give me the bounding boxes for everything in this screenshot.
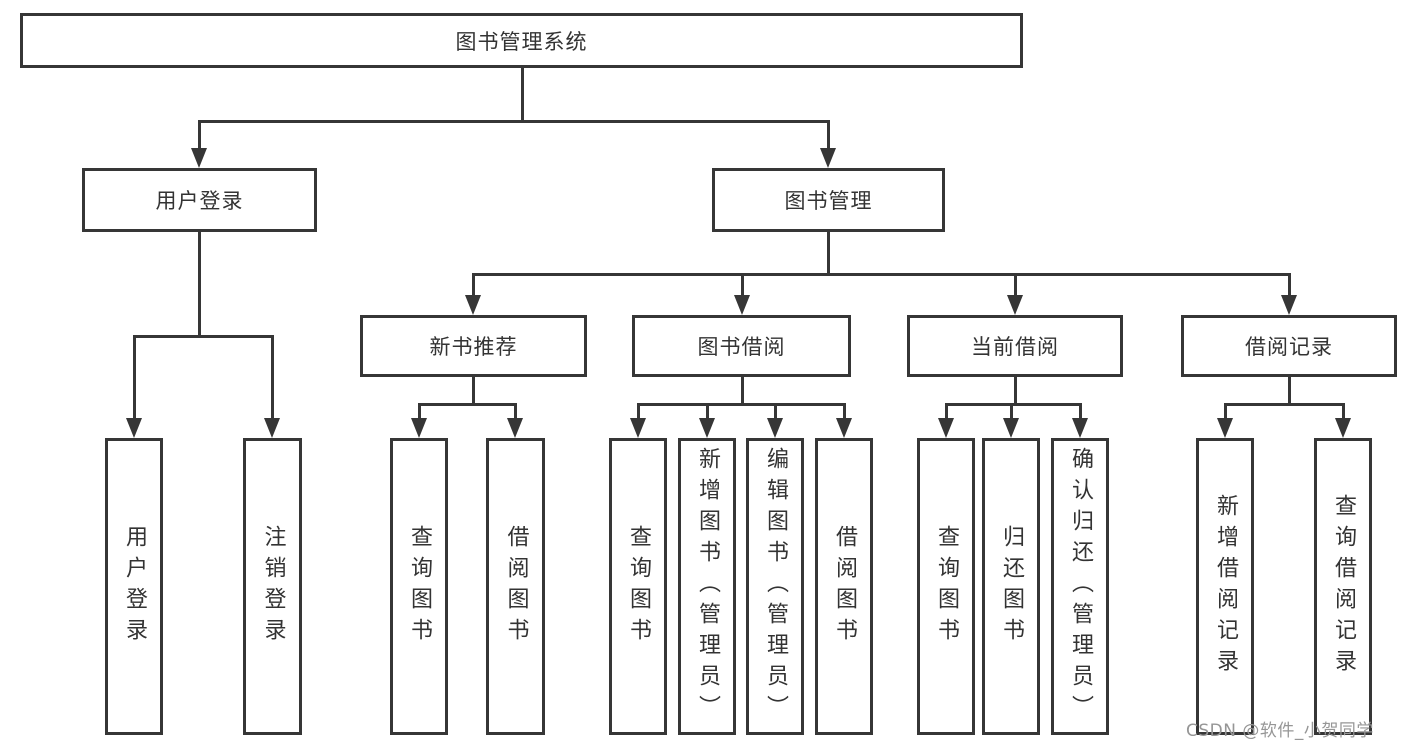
node-leaf-borrow-books: 借阅图书 <box>815 438 873 735</box>
arrow-down-icon <box>1217 418 1233 438</box>
connector-line <box>472 273 475 297</box>
leaf-label: 新增图书（管理员） <box>695 447 720 726</box>
leaf-label: 编辑图书（管理员） <box>763 447 788 726</box>
connector-line <box>472 273 1291 276</box>
leaf-label: 确认归还（管理员） <box>1068 447 1093 726</box>
node-leaf-user-login: 用户登录 <box>105 438 163 735</box>
connector-line <box>741 273 744 297</box>
node-new-book-recommend: 新书推荐 <box>360 315 587 377</box>
connector-line <box>1010 403 1013 420</box>
node-leaf-query-books-current: 查询图书 <box>917 438 975 735</box>
arrow-down-icon <box>1072 418 1088 438</box>
node-leaf-borrow-books-recommend: 借阅图书 <box>486 438 545 735</box>
connector-line <box>198 120 201 150</box>
arrow-down-icon <box>767 418 783 438</box>
connector-line <box>133 335 273 338</box>
leaf-label: 查询图书 <box>626 524 651 649</box>
connector-line <box>1288 273 1291 297</box>
leaf-label: 查询图书 <box>934 524 959 649</box>
arrow-down-icon <box>1003 418 1019 438</box>
leaf-label: 注销登录 <box>260 524 286 649</box>
connector-line <box>827 120 830 150</box>
connector-line <box>418 403 421 420</box>
connector-line <box>1014 377 1017 403</box>
connector-line <box>741 377 744 403</box>
node-library-system: 图书管理系统 <box>20 13 1023 68</box>
arrow-down-icon <box>411 418 427 438</box>
connector-line <box>637 403 640 420</box>
arrow-down-icon <box>820 148 836 168</box>
node-leaf-add-books-admin: 新增图书（管理员） <box>678 438 736 735</box>
arrow-down-icon <box>465 295 481 315</box>
arrow-down-icon <box>630 418 646 438</box>
node-leaf-add-borrow-record: 新增借阅记录 <box>1196 438 1254 735</box>
connector-line <box>198 120 830 123</box>
csdn-watermark: CSDN @软件_小贺同学 <box>1186 721 1374 741</box>
connector-line <box>1014 273 1017 297</box>
leaf-label: 查询借阅记录 <box>1331 493 1356 680</box>
arrow-down-icon <box>836 418 852 438</box>
arrow-down-icon <box>507 418 523 438</box>
arrow-down-icon <box>1007 295 1023 315</box>
arrow-down-icon <box>938 418 954 438</box>
arrow-down-icon <box>1335 418 1351 438</box>
node-leaf-logout: 注销登录 <box>243 438 302 735</box>
node-leaf-return-books: 归还图书 <box>982 438 1040 735</box>
node-current-borrowing: 当前借阅 <box>907 315 1123 377</box>
connector-line <box>1224 403 1227 420</box>
node-leaf-query-books-recommend: 查询图书 <box>390 438 448 735</box>
connector-line <box>945 403 1082 406</box>
leaf-label: 新增借阅记录 <box>1213 493 1238 680</box>
arrow-down-icon <box>699 418 715 438</box>
connector-line <box>637 403 846 406</box>
arrow-down-icon <box>126 418 142 438</box>
connector-line <box>198 232 201 335</box>
connector-line <box>843 403 846 420</box>
node-leaf-query-books-borrow: 查询图书 <box>609 438 667 735</box>
connector-line <box>472 377 475 403</box>
leaf-label: 查询图书 <box>407 524 432 649</box>
connector-line <box>418 403 517 406</box>
node-leaf-edit-books-admin: 编辑图书（管理员） <box>746 438 804 735</box>
leaf-label: 借阅图书 <box>503 524 529 649</box>
arrow-down-icon <box>191 148 207 168</box>
connector-line <box>1342 403 1345 420</box>
leaf-label: 用户登录 <box>122 524 147 649</box>
connector-line <box>1224 403 1345 406</box>
connector-line <box>774 403 777 420</box>
connector-line <box>133 335 136 420</box>
arrow-down-icon <box>734 295 750 315</box>
connector-line <box>827 232 830 273</box>
node-book-management: 图书管理 <box>712 168 945 232</box>
node-user-login: 用户登录 <box>82 168 317 232</box>
leaf-label: 归还图书 <box>999 524 1024 649</box>
connector-line <box>1288 377 1291 403</box>
leaf-label: 借阅图书 <box>832 524 857 649</box>
connector-line <box>706 403 709 420</box>
connector-line <box>945 403 948 420</box>
connector-line <box>1079 403 1082 420</box>
node-leaf-confirm-return-admin: 确认归还（管理员） <box>1051 438 1109 735</box>
arrow-down-icon <box>1281 295 1297 315</box>
node-leaf-query-borrow-record: 查询借阅记录 <box>1314 438 1372 735</box>
node-book-borrowing: 图书借阅 <box>632 315 851 377</box>
node-borrowing-records: 借阅记录 <box>1181 315 1397 377</box>
connector-line <box>521 68 524 120</box>
connector-line <box>514 403 517 420</box>
connector-line <box>271 335 274 420</box>
arrow-down-icon <box>264 418 280 438</box>
